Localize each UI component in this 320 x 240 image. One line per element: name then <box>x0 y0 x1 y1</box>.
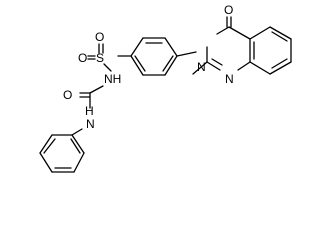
methyl-bond <box>192 61 208 75</box>
amide-h-label: H <box>85 104 94 118</box>
sulfonyl-oxygen-right-label: O <box>95 30 104 44</box>
amide-n-label: N <box>86 117 95 131</box>
n3-label: N <box>197 60 206 74</box>
molecule-structure: O N N S O O NH O N H <box>39 3 292 173</box>
benzo-ring <box>249 26 292 75</box>
carbonyl-oxygen-label: O <box>63 88 72 102</box>
pyrimidinone-ring <box>206 26 251 71</box>
phenyl-ring <box>39 134 85 173</box>
sulfonamide-nh-label: NH <box>104 72 121 86</box>
n1-label: N <box>225 72 234 86</box>
sulfonyl-group <box>87 43 132 72</box>
oxo-oxygen-label: O <box>224 3 233 17</box>
urea-group <box>79 85 104 109</box>
phenylene-ring <box>130 37 197 76</box>
oxo-group <box>226 16 232 28</box>
sulfonyl-oxygen-left-label: O <box>78 51 87 65</box>
sulfur-label: S <box>96 51 104 65</box>
n-phenyl-bond <box>71 128 83 136</box>
